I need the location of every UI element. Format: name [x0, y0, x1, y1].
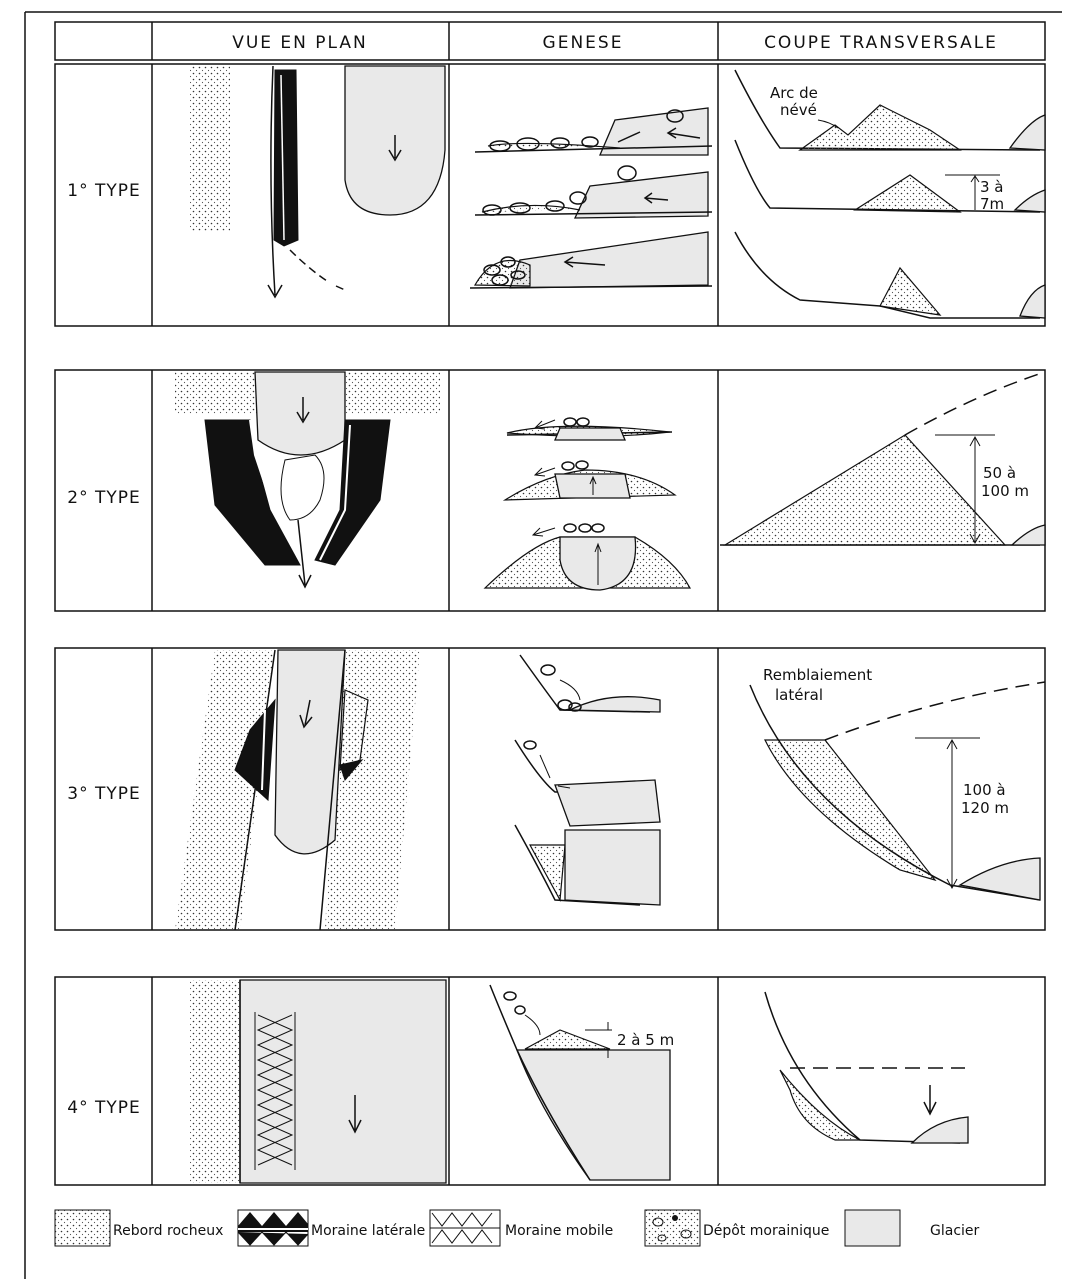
- note-remblaiement: Remblaiement: [763, 666, 872, 684]
- row-type-3: 3° TYPE Remblaiement latéral 100 à: [55, 648, 1045, 930]
- note-50-a: 50 à: [983, 464, 1016, 482]
- header-coupe-transversale: COUPE TRANSVERSALE: [764, 33, 998, 53]
- note-arc-de-neve-2: névé: [780, 101, 817, 119]
- row-type-2: 2° TYPE 50 à 100: [55, 370, 1045, 611]
- note-2-a-5m: 2 à 5 m: [617, 1031, 674, 1049]
- note-3-a: 3 à: [980, 178, 1004, 196]
- legend-swatch-glacier: [845, 1210, 900, 1246]
- header-vue-en-plan: VUE EN PLAN: [232, 33, 368, 53]
- note-100-a: 100 à: [963, 781, 1006, 799]
- row-label-4: 4° TYPE: [67, 1098, 140, 1118]
- row-label-2: 2° TYPE: [67, 488, 140, 508]
- header-row: VUE EN PLAN GENESE COUPE TRANSVERSALE: [55, 22, 1045, 60]
- legend-label-glacier: Glacier: [930, 1223, 980, 1239]
- legend-swatch-rebord-rocheux: [55, 1210, 110, 1246]
- row-label-3: 3° TYPE: [67, 784, 140, 804]
- legend-label-moraine-mobile: Moraine mobile: [505, 1223, 613, 1239]
- legend-label-rebord-rocheux: Rebord rocheux: [113, 1223, 223, 1239]
- note-7m: 7m: [980, 195, 1004, 213]
- note-lateral: latéral: [775, 686, 823, 704]
- legend: Rebord rocheux Moraine latérale Moraine …: [55, 1210, 980, 1246]
- legend-swatch-depot-morainique: [645, 1210, 700, 1246]
- note-arc-de-neve-1: Arc de: [770, 84, 818, 102]
- row-label-1: 1° TYPE: [67, 181, 140, 201]
- note-100m: 100 m: [981, 482, 1029, 500]
- legend-label-moraine-laterale: Moraine latérale: [311, 1223, 425, 1239]
- legend-swatch-moraine-laterale: [238, 1210, 308, 1246]
- note-120m: 120 m: [961, 799, 1009, 817]
- row-type-4: 4° TYPE 2 à 5 m: [55, 977, 1045, 1185]
- row-type-1: 1° TYPE: [55, 64, 1045, 326]
- legend-swatch-moraine-mobile: [430, 1210, 500, 1246]
- header-genese: GENESE: [543, 33, 624, 53]
- legend-label-depot-morainique: Dépôt morainique: [703, 1223, 829, 1239]
